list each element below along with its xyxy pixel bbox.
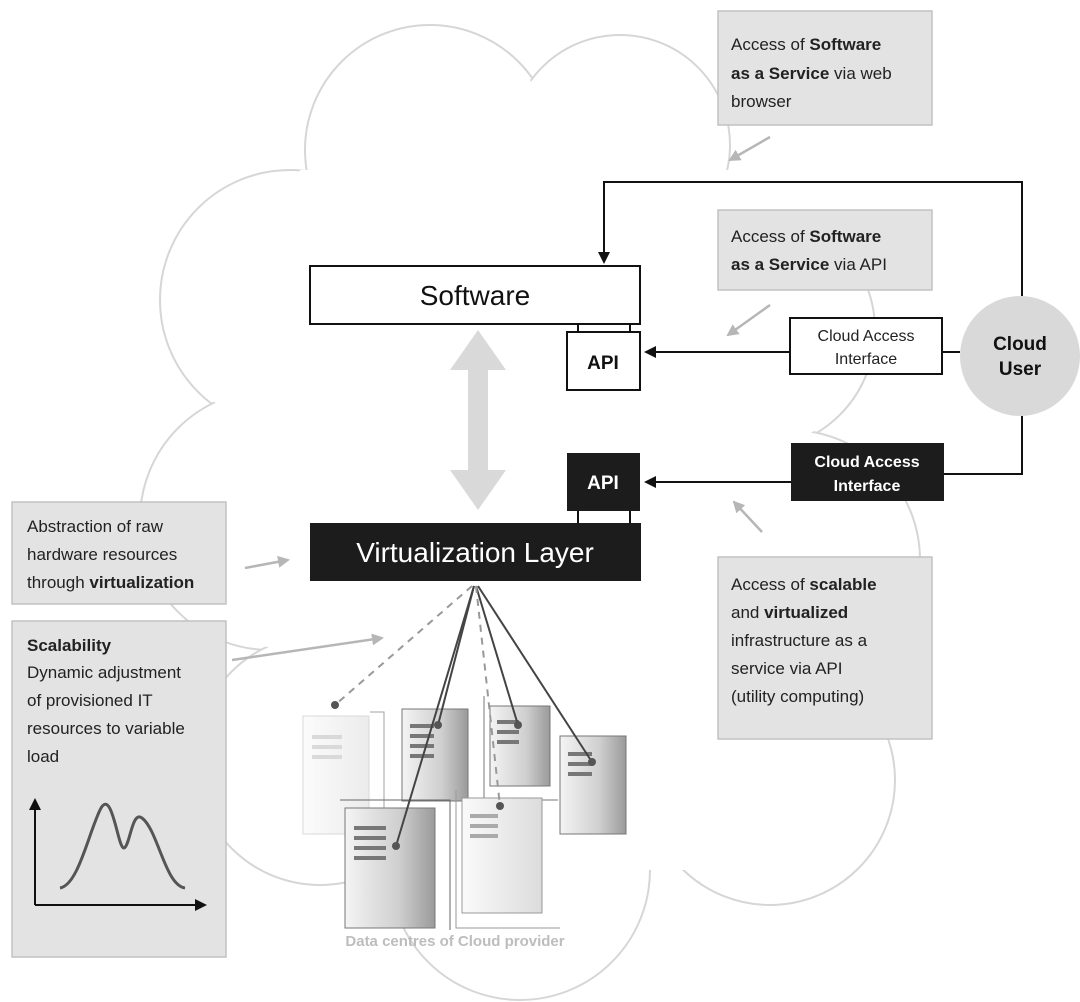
server-icon (340, 799, 451, 930)
svg-text:as a Service via web: as a Service via web (731, 64, 892, 83)
svg-text:(utility computing): (utility computing) (731, 687, 864, 706)
cloud-user: Cloud User (960, 296, 1080, 416)
api-infra-box: API (567, 453, 640, 523)
server-icon (559, 735, 627, 835)
svg-text:Dynamic adjustment: Dynamic adjustment (27, 663, 181, 682)
svg-text:as a Service via API: as a Service via API (731, 255, 887, 274)
cloud-access-interface-white: Cloud Access Interface (789, 317, 943, 375)
cloud-access-interface-black: Cloud Access Interface (791, 443, 944, 501)
svg-text:of provisioned IT: of provisioned IT (27, 691, 153, 710)
callout-saas-api: Access of Software as a Service via API (717, 209, 933, 291)
svg-text:resources to variable: resources to variable (27, 719, 185, 738)
api-infra-label: API (587, 473, 619, 494)
connection-lines (598, 181, 1023, 488)
svg-text:load: load (27, 747, 59, 766)
svg-text:Access of scalable: Access of scalable (731, 575, 877, 594)
api-software-box: API (566, 324, 641, 391)
software-label: Software (420, 280, 531, 311)
api-software-label: API (587, 353, 619, 374)
virtualization-label: Virtualization Layer (356, 537, 594, 568)
cloud-access-black-line1: Cloud Access (814, 454, 919, 471)
svg-text:infrastructure as a: infrastructure as a (731, 631, 868, 650)
callout-saas-browser: Access of Software as a Service via web … (717, 10, 933, 126)
load-curve (59, 803, 186, 890)
cloud-access-white-line2: Interface (835, 351, 897, 368)
server-rack-group (302, 696, 627, 930)
virtualization-links (331, 585, 596, 850)
svg-text:browser: browser (731, 92, 792, 111)
datacentre-caption: Data centres of Cloud provider (345, 933, 564, 950)
svg-text:Scalability: Scalability (27, 636, 112, 655)
cloud-access-white-line1: Cloud Access (818, 328, 915, 345)
server-icon (483, 696, 558, 801)
cloud-user-line2: User (999, 359, 1042, 380)
gray-pointer-arrows (231, 135, 771, 662)
svg-text:and virtualized: and virtualized (731, 603, 848, 622)
svg-text:hardware resources: hardware resources (27, 545, 177, 564)
software-box: Software (309, 265, 641, 325)
callout-scalability: Scalability Dynamic adjustment of provis… (11, 620, 227, 958)
software-virtualization-arrow (450, 330, 506, 510)
svg-text:Access of Software: Access of Software (731, 35, 881, 54)
svg-text:Access of Software: Access of Software (731, 227, 881, 246)
svg-text:service via API: service via API (731, 659, 843, 678)
virtualization-layer-box: Virtualization Layer (310, 523, 641, 581)
svg-text:Abstraction of raw: Abstraction of raw (27, 517, 164, 536)
callout-abstraction: Abstraction of raw hardware resources th… (11, 501, 227, 605)
server-icon (455, 790, 560, 929)
load-curve-chart (29, 798, 207, 911)
cloud-user-line1: Cloud (993, 334, 1047, 355)
cloud-access-black-line2: Interface (834, 478, 901, 495)
callout-scalable-infra: Access of scalable and virtualized infra… (717, 556, 933, 740)
svg-text:through virtualization: through virtualization (27, 573, 194, 592)
